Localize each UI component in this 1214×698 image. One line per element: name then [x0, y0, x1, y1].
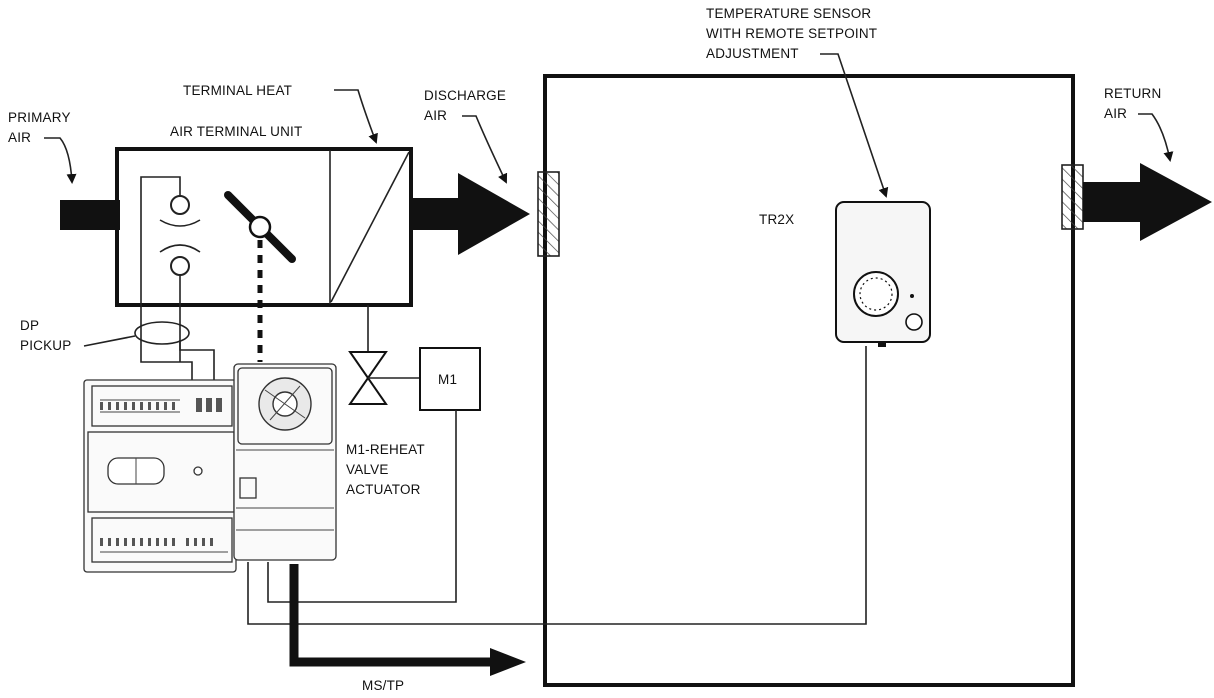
return-grille	[1061, 164, 1084, 230]
flow-pickup-icon	[140, 176, 201, 362]
m1-label: M1	[438, 372, 457, 387]
primary-air-label: PRIMARY AIR	[8, 110, 74, 145]
return-air-leader	[1138, 113, 1174, 162]
discharge-air-arrow	[412, 173, 530, 255]
damper-blade-icon	[224, 191, 296, 263]
temperature-sensor-leader	[820, 53, 889, 198]
dp-pickup-label: DP PICKUP	[20, 318, 71, 353]
sensor-wire	[247, 346, 867, 625]
room-enclosure	[543, 74, 1075, 687]
ms-tp-arrowhead	[490, 648, 526, 676]
tr2x-label: TR2X	[759, 212, 794, 227]
damper-actuator-icon	[233, 363, 337, 561]
primary-air-duct	[60, 200, 120, 230]
temperature-sensor-icon	[835, 201, 931, 347]
discharge-air-leader	[462, 115, 508, 184]
dp-tube-2	[179, 340, 215, 380]
return-air-arrow	[1083, 163, 1212, 241]
return-air-label: RETURN AIR	[1104, 86, 1165, 121]
reheat-coil-diagonal	[330, 151, 410, 303]
reheat-actuator-label: M1-REHEAT VALVE ACTUATOR	[346, 442, 429, 497]
discharge-air-label: DISCHARGE AIR	[424, 88, 510, 123]
dp-pickup-leader	[83, 335, 136, 347]
ms-tp-bus	[289, 564, 490, 667]
vav-controller-icon	[83, 379, 237, 573]
primary-air-leader	[44, 137, 77, 184]
air-terminal-unit-label: AIR TERMINAL UNIT	[170, 124, 302, 139]
terminal-heat-label: TERMINAL HEAT	[183, 83, 292, 98]
two-way-valve-icon	[348, 351, 420, 405]
discharge-grille	[537, 171, 560, 257]
temperature-sensor-label: TEMPERATURE SENSOR WITH REMOTE SETPOINT …	[706, 6, 881, 61]
m1-actuator-box	[419, 347, 481, 411]
ms-tp-label: MS/TP	[362, 678, 404, 693]
air-terminal-unit-box	[115, 147, 413, 307]
m1-wire	[267, 410, 457, 603]
dp-pickup-loop	[134, 321, 190, 345]
terminal-heat-leader	[334, 89, 378, 144]
dp-tube-1	[140, 340, 193, 380]
